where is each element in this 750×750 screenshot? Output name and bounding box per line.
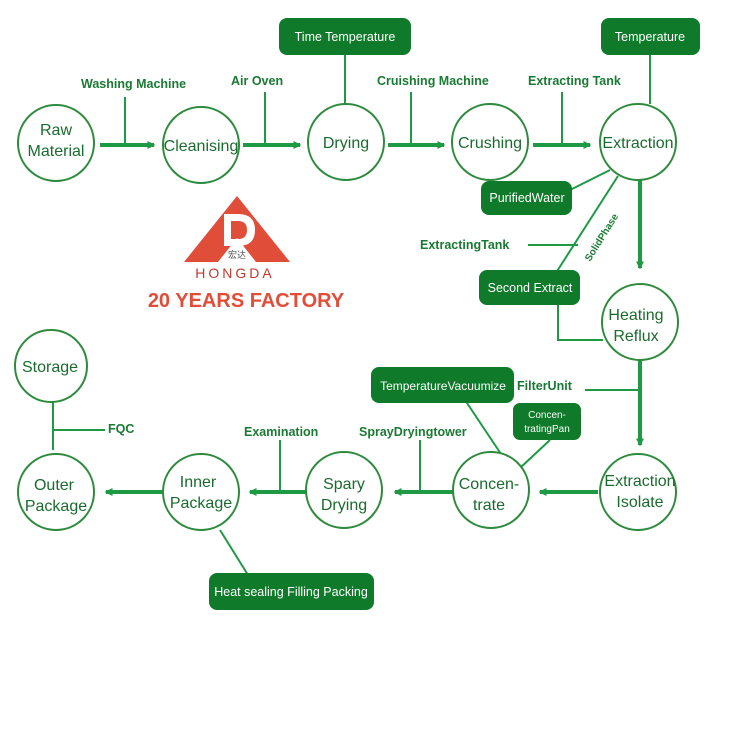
box-label: tratingPan (524, 424, 570, 435)
connector-lines (52, 55, 651, 576)
label-cruishing-machine: Cruishing Machine (377, 74, 489, 88)
node-label: Raw (40, 122, 72, 139)
node-heating-reflux: Heating Reflux (601, 283, 679, 361)
box-label: Temperature (615, 30, 685, 44)
node-extraction: Extraction (599, 103, 677, 181)
node-label: Material (28, 143, 85, 160)
label-extracting-tank-top: Extracting Tank (528, 74, 621, 88)
logo-triangle-icon (184, 196, 290, 262)
connector-purified-water (569, 169, 611, 191)
node-concentrate: Concen- trate (452, 451, 530, 529)
label-filter-unit: FilterUnit (517, 379, 573, 393)
node-crushing: Crushing (451, 103, 529, 181)
label-solid-phase: SolidPhase (583, 212, 621, 264)
logo-chinese-mark: 宏达 (228, 249, 246, 260)
node-storage: Storage (14, 329, 88, 403)
node-extraction-isolate: Extraction Isolate (599, 453, 677, 531)
label-spray-drying-tower: SprayDryingtower (359, 425, 467, 439)
node-label: Package (25, 498, 87, 515)
box-temperature: Temperature (601, 18, 700, 55)
node-label: Spary (323, 476, 365, 493)
node-label: Crushing (458, 135, 522, 152)
label-examination: Examination (244, 425, 318, 439)
node-label: Extraction (602, 135, 673, 152)
node-label: Reflux (613, 328, 658, 345)
box-time-temperature: Time Temperature (279, 18, 411, 55)
node-label: Cleanising (164, 138, 239, 155)
node-drying: Drying (307, 103, 385, 181)
node-label: Drying (321, 497, 367, 514)
node-label: trate (473, 497, 505, 514)
node-label: Extraction (604, 473, 675, 490)
box-label: Second Extract (488, 281, 573, 295)
node-label: Outer (34, 477, 75, 494)
main-flow-arrows (100, 141, 644, 496)
label-extracting-tank-mid: ExtractingTank (420, 238, 509, 252)
box-label: Concen- (528, 410, 566, 421)
box-label: Time Temperature (295, 30, 396, 44)
logo-tagline: 20 YEARS FACTORY (148, 290, 345, 312)
connector-second-extract (557, 305, 603, 341)
node-label: Heating (608, 307, 663, 324)
node-label: Concen- (459, 476, 519, 493)
connector-concentrating-pan (519, 439, 551, 469)
connector-heat-sealing (219, 529, 249, 576)
node-inner-package: Inner Package (162, 453, 240, 531)
hongda-logo: 宏达 HONGDA 20 YEARS FACTORY (148, 196, 345, 312)
node-outer-package: Outer Package (17, 453, 95, 531)
node-label: Storage (22, 359, 78, 376)
label-air-oven: Air Oven (231, 74, 283, 88)
box-label: PurifiedWater (489, 191, 564, 205)
box-concentrating-pan: Concen- tratingPan (513, 403, 581, 440)
connector-temperature-vacuumize (464, 399, 506, 461)
box-temperature-vacuumize: TemperatureVacuumize (371, 367, 514, 403)
node-raw-material: Raw Material (17, 104, 95, 182)
node-spary-drying: Spary Drying (305, 451, 383, 529)
label-fqc: FQC (108, 422, 134, 436)
box-label: Heat sealing Filling Packing (214, 585, 368, 599)
box-purified-water: PurifiedWater (481, 181, 572, 215)
box-second-extract: Second Extract (479, 270, 580, 305)
box-heat-sealing: Heat sealing Filling Packing (209, 573, 374, 610)
node-label: Isolate (616, 494, 663, 511)
node-label: Drying (323, 135, 369, 152)
logo-brand-text: HONGDA (195, 265, 274, 281)
node-label: Inner (180, 474, 217, 491)
node-cleansing: Cleanising (162, 106, 240, 184)
node-label: Package (170, 495, 232, 512)
box-label: TemperatureVacuumize (380, 379, 506, 393)
logo-d-mark-icon (224, 214, 255, 246)
label-washing-machine: Washing Machine (81, 77, 186, 91)
